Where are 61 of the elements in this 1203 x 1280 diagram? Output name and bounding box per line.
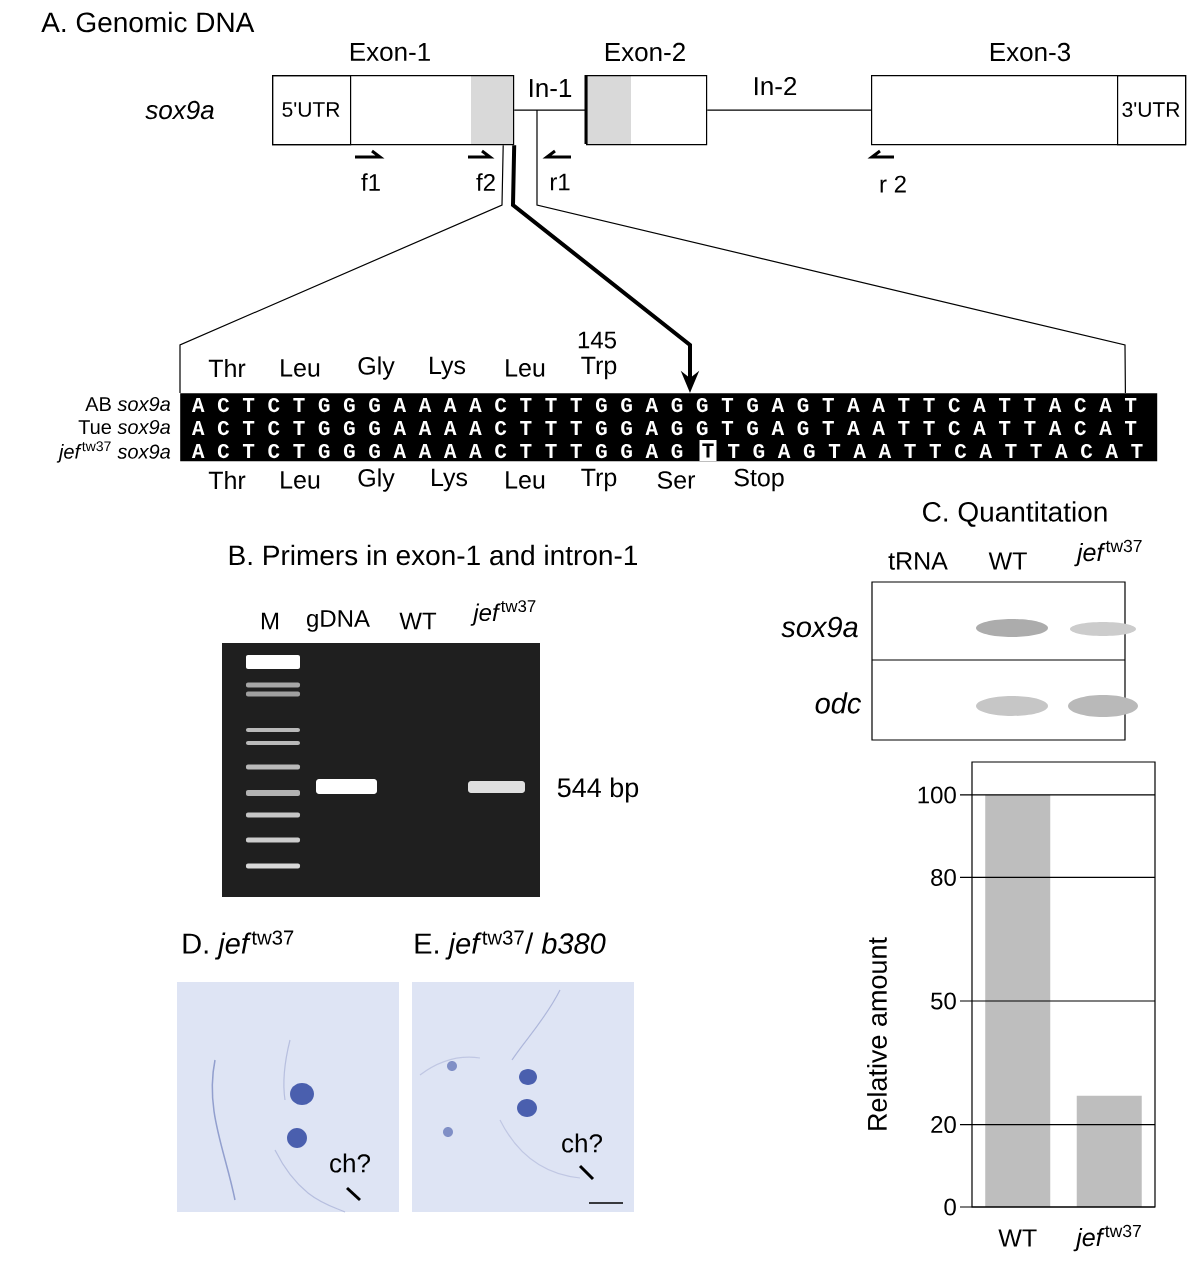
band-size-label: 544 bp	[557, 777, 639, 803]
panel-title: B. Primers in exon-1 and intron-1	[229, 544, 637, 566]
edge-label: In-2	[751, 75, 799, 97]
edge-label: In-1	[526, 78, 574, 98]
lane-label: gDNA	[307, 610, 370, 632]
zoom-line	[536, 109, 1126, 394]
primer-label: f1	[361, 173, 380, 191]
amino-acid-label: Lys	[432, 468, 468, 492]
lane-label: jef$^{tw37}$	[470, 600, 536, 626]
mutation-box: T	[699, 440, 717, 461]
utr-box: 5'UTR	[272, 75, 352, 146]
node-label: Exon-1	[350, 42, 430, 62]
gene-label: sox9a	[145, 100, 214, 120]
amino-acid-label: Thr	[208, 470, 246, 490]
amino-acid-label: Leu	[506, 471, 545, 489]
panel-title: C. Quantitation	[923, 501, 1107, 527]
category-label: WT	[998, 1229, 1037, 1247]
tick-label: 50	[931, 992, 956, 1010]
tick-label: 20	[931, 1116, 956, 1134]
row-label: sox9a	[781, 616, 858, 638]
panel-title: E. jef$^{tw37}$/ b380	[415, 930, 606, 960]
amino-acid-label: Lys	[430, 356, 466, 380]
intron-line	[706, 109, 872, 111]
amino-acid-label: Trp	[581, 468, 617, 492]
amino-acid-label: Ser	[657, 471, 696, 489]
position-number: 145	[578, 331, 616, 349]
panel-title: A. Genomic DNA	[41, 11, 255, 33]
amino-acid-label: Gly	[358, 468, 395, 492]
amino-acid-label: Leu	[281, 359, 320, 377]
amino-acid-label: Trp	[581, 356, 617, 380]
structure-label: ch?	[330, 1153, 370, 1173]
zoom-line	[179, 144, 504, 394]
lane-label: WT	[399, 612, 437, 630]
sequence-label: Tue sox9a	[78, 419, 171, 435]
primer-label: f2	[476, 173, 495, 191]
row-label: odc	[815, 692, 862, 714]
amino-acid-label: Stop	[734, 468, 784, 492]
lane-label: jef$^{tw37}$	[1074, 539, 1142, 567]
node-label: Exon-3	[990, 42, 1071, 62]
intron-line	[513, 109, 587, 111]
node-label: Exon-2	[605, 42, 685, 62]
amino-acid-label: Gly	[358, 356, 395, 380]
category-label: jef$^{tw37}$	[1073, 1224, 1141, 1252]
utr-box: 3'UTR	[1117, 75, 1187, 146]
lane-label: M	[261, 612, 279, 630]
exon-box: Exon-2	[584, 42, 708, 146]
amino-acid-label: Leu	[506, 359, 545, 377]
tick-label: 80	[931, 868, 956, 886]
amino-acid-label: Leu	[281, 471, 320, 489]
lane-label: WT	[988, 552, 1027, 570]
primer-label: r1	[550, 173, 570, 191]
panel-title: D. jef$^{tw37}$	[183, 930, 294, 960]
axis-title: Relative amount	[867, 937, 887, 1130]
sequence-label: jef$^{tw37}$ sox9a	[56, 441, 171, 463]
tick-label: 0	[944, 1198, 956, 1216]
lane-label: tRNA	[888, 552, 948, 570]
amino-acid-label: Thr	[208, 358, 246, 378]
primer-label: r 2	[880, 175, 906, 193]
sequence-label: AB sox9a	[85, 396, 171, 412]
structure-label: ch?	[562, 1133, 602, 1153]
tick-label: 100	[918, 786, 956, 804]
